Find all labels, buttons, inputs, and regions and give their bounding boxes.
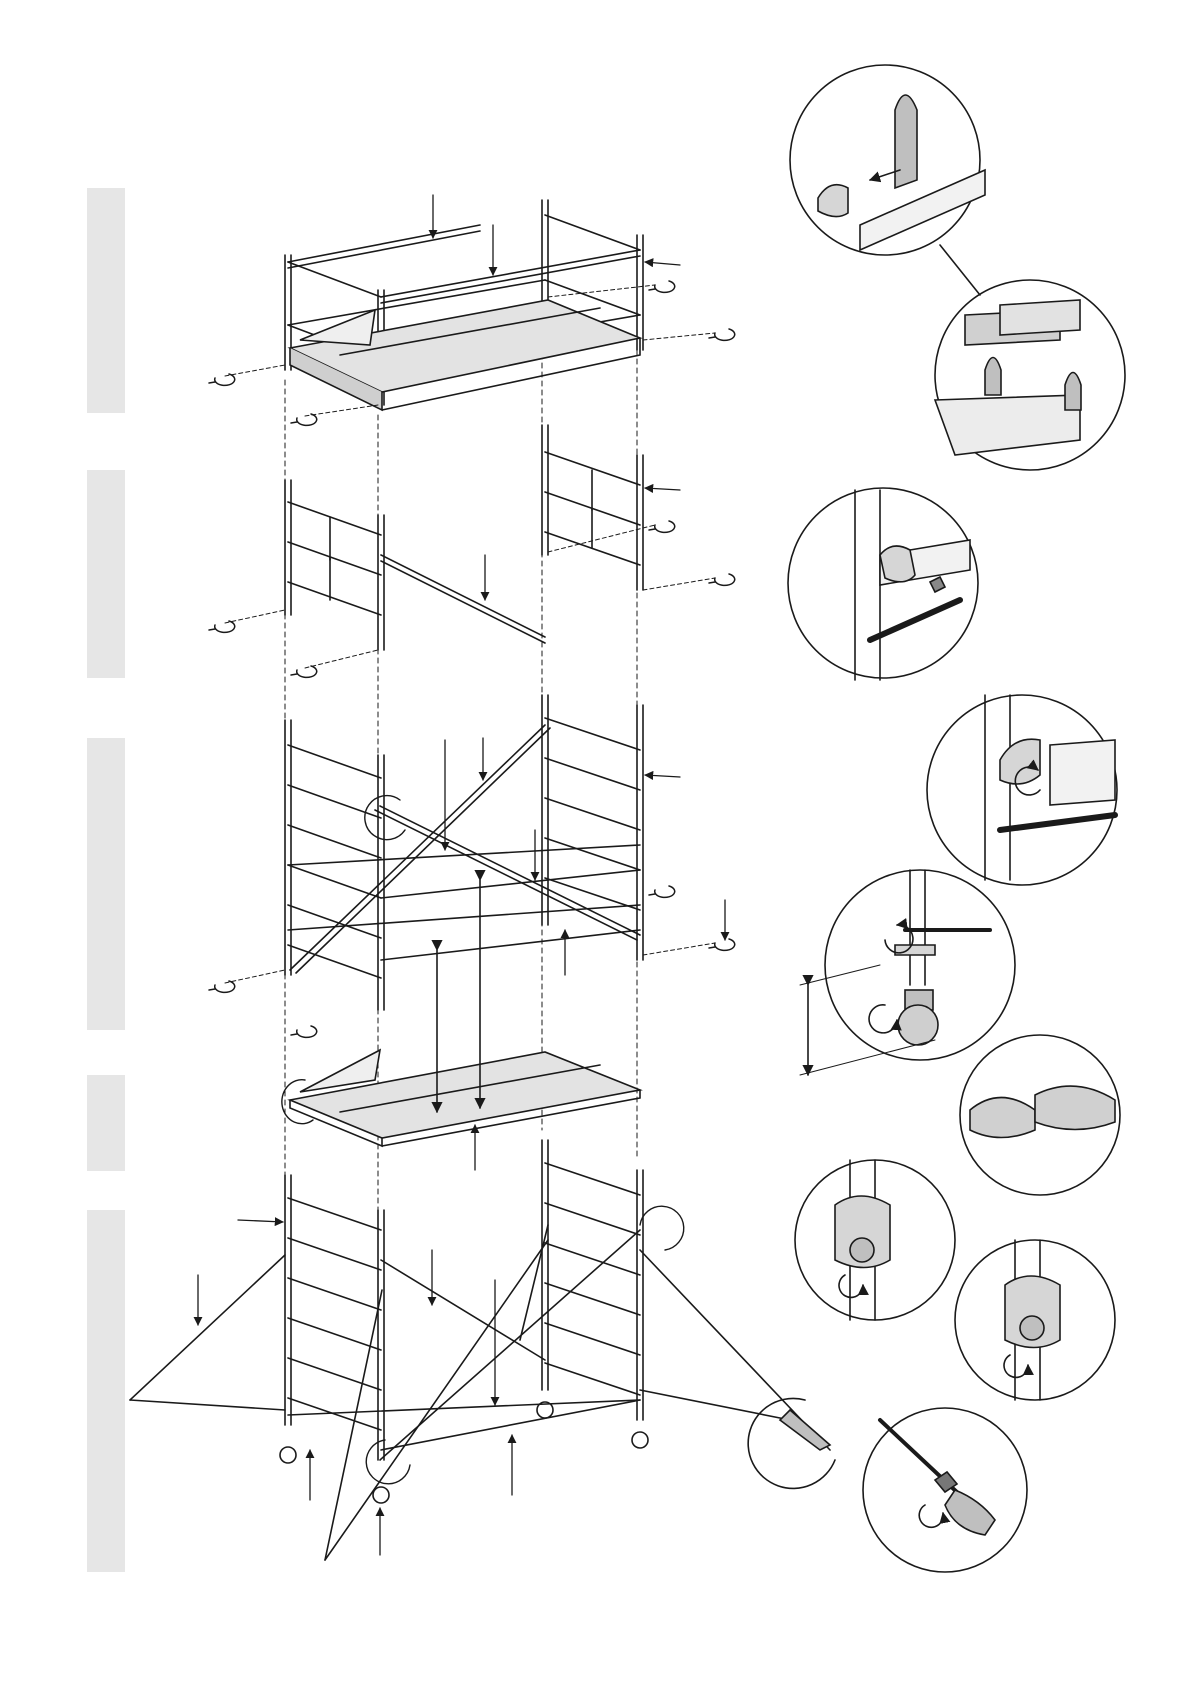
upper-diagonal-brace: [381, 555, 545, 637]
pointer-arrows: [198, 195, 725, 1555]
detail-stabiliser-foot: [748, 1398, 835, 1488]
detail-stabiliser-clamp-upper: [795, 1160, 955, 1320]
detail-frame-hook-locked: [927, 695, 1117, 885]
base-section: [130, 1140, 830, 1560]
detail-frame-hook-open: [788, 488, 978, 680]
lower-platform-section: [282, 880, 640, 1146]
stabiliser-left: [130, 1255, 285, 1400]
detail-frame-clamp-pair: [960, 1035, 1120, 1195]
castors: [280, 1402, 648, 1503]
middle-frames-section: [209, 695, 735, 1037]
detail-toe-board-corners: [935, 280, 1125, 470]
detail-toe-board-clip: [790, 65, 985, 295]
detail-stabiliser-clamp-lower: [955, 1240, 1115, 1400]
top-guardrail-section: [285, 200, 643, 410]
upper-right-frame: [542, 425, 643, 590]
upper-left-frame: [285, 480, 384, 650]
upper-frames-section: [209, 425, 735, 677]
detail-castor-height-adjust: [800, 870, 1015, 1075]
detail-stabiliser-foot-lock: [863, 1408, 1027, 1572]
